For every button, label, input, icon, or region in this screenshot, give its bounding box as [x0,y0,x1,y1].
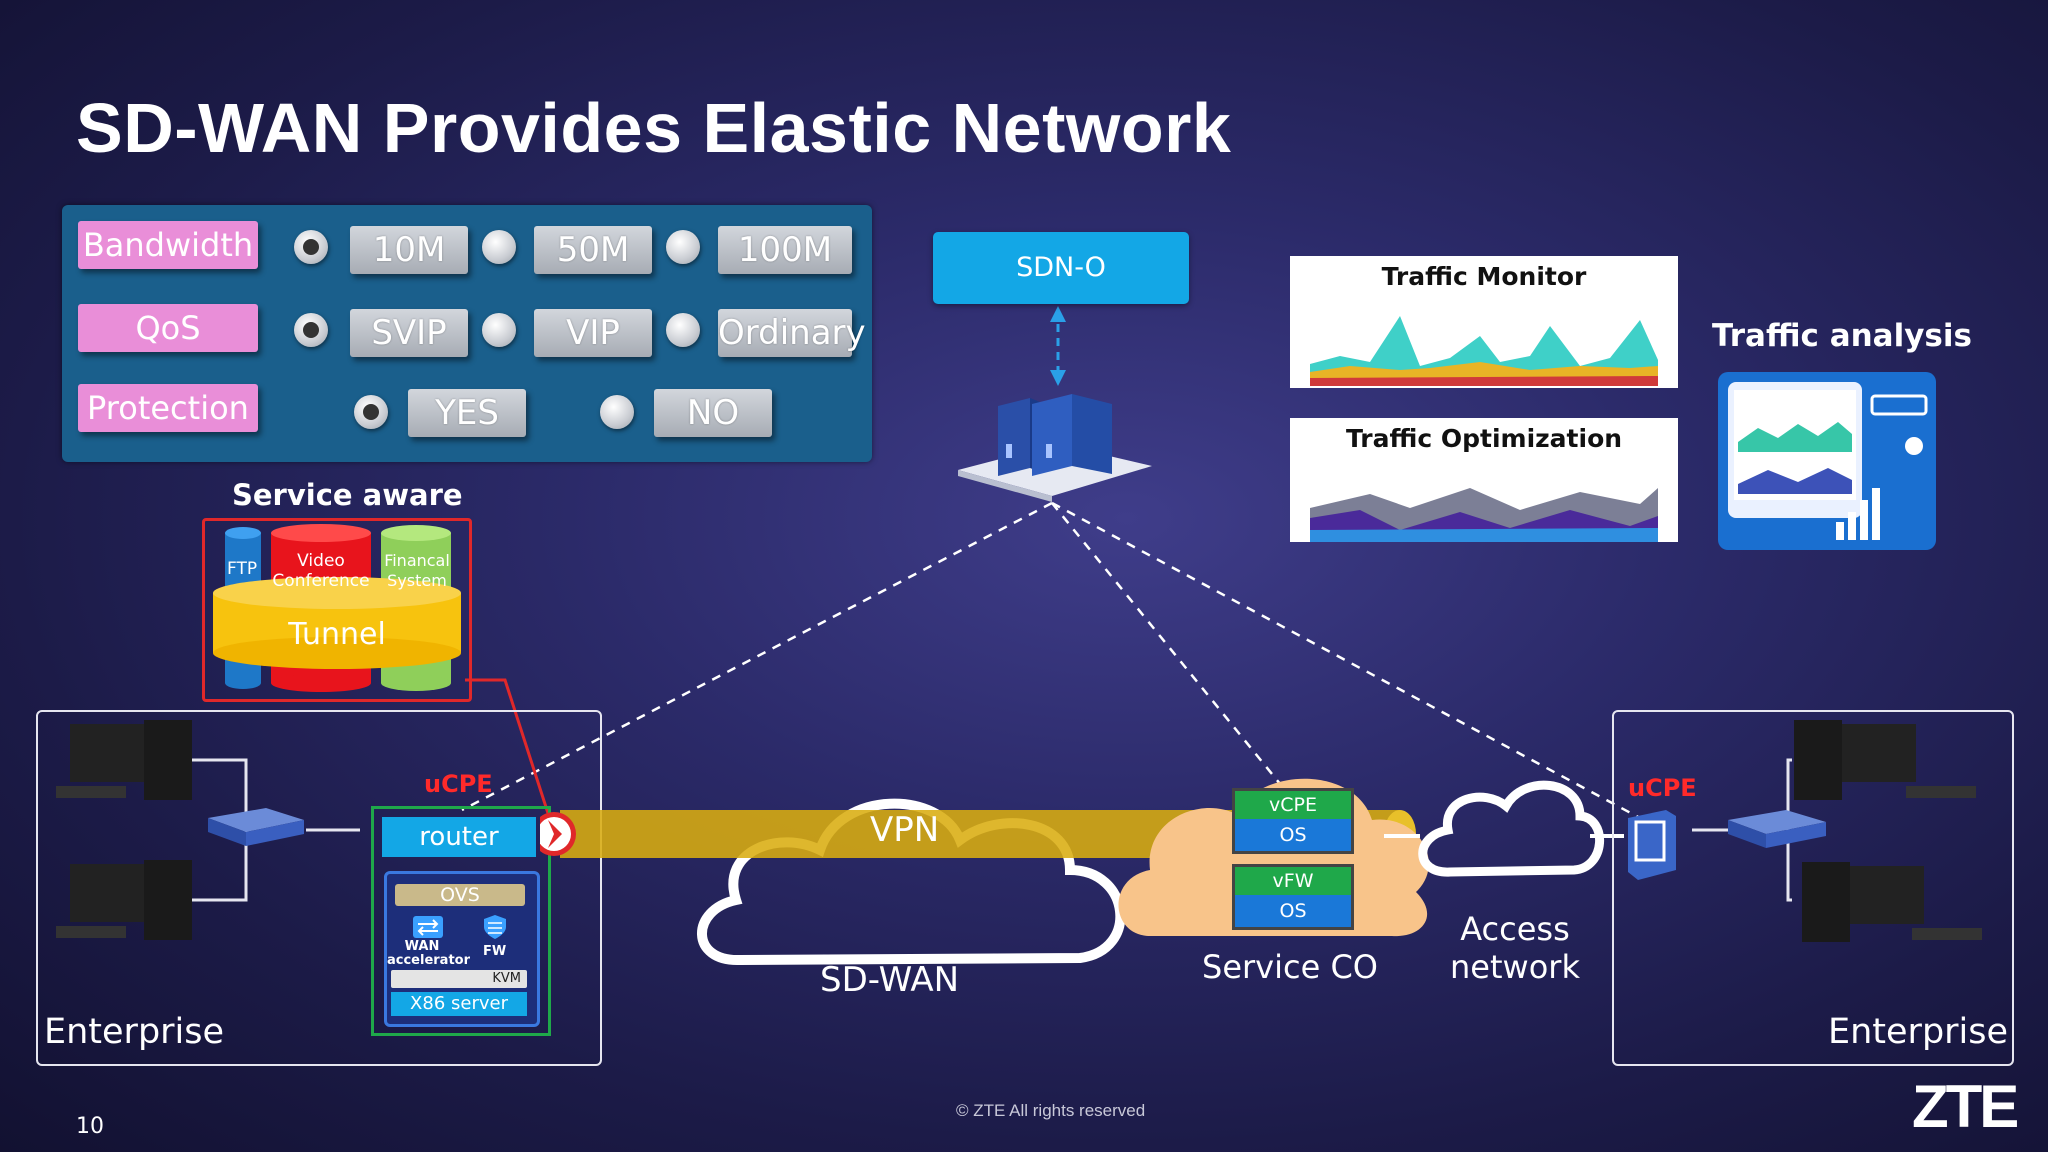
service-aware-link [465,678,557,836]
vcpe-os-label: OS [1235,819,1351,851]
vfw-label: vFW [1272,870,1314,892]
ovs-bar: OVS [395,884,525,906]
qos-radio-svip[interactable] [294,313,328,347]
fw-label: FW [483,944,507,959]
app-ftp: FTP [227,559,258,579]
access-network-line2: network [1450,948,1580,986]
wan-accelerator-label: WAN accelerator [387,939,471,968]
qos-option-svip[interactable]: SVIP [350,309,468,357]
wan-accelerator-icon [413,916,443,938]
page-title: SD-WAN Provides Elastic Network [76,89,1232,167]
tunnel-label: Tunnel [288,617,386,652]
qos-label: QoS [78,304,258,352]
kvm-bar: KVM [391,970,527,988]
traffic-optimization-graph [1310,488,1658,542]
protection-option-yes[interactable]: YES [408,389,526,437]
access-network-label: Access network [1440,910,1590,986]
traffic-analysis-label: Traffic analysis [1712,318,1972,354]
traffic-optimization-card: Traffic Optimization [1290,418,1678,542]
service-aware-title: Service aware [232,478,463,512]
pc-icon-bottom [56,860,192,940]
traffic-optimization-title: Traffic Optimization [1345,424,1623,453]
qos-option-ordinary[interactable]: Ordinary [718,309,866,357]
traffic-monitor-card: Traffic Monitor [1290,256,1678,388]
bandwidth-option-100m[interactable]: 100M [718,226,852,274]
sdwan-label: SD-WAN [820,960,960,1000]
qos-radio-ordinary[interactable] [666,313,700,347]
vfw-vnf: vFW OS [1232,864,1354,930]
sdwan-cloud [697,798,1126,966]
service-co-label: Service CO [1202,948,1378,986]
bandwidth-label: Bandwidth [78,221,258,269]
app-financal-system: Financal System [384,551,450,590]
pc-icon-right-bottom [1802,862,1982,942]
access-network-cloud [1384,780,1624,877]
right-enterprise-box [1612,710,2014,1066]
right-ucpe-device-icon [1628,810,1676,880]
right-enterprise-label: Enterprise [1828,1012,2009,1052]
bandwidth-radio-100m[interactable] [666,230,700,264]
vcpe-label: vCPE [1269,794,1317,816]
zte-logo: ZTE [1912,1073,2019,1140]
pc-icon-right-top [1794,720,1976,800]
left-ucpe-label: uCPE [424,770,493,798]
chevron-right-icon [548,820,562,848]
vcpe-vnf: vCPE OS [1232,788,1354,854]
bandwidth-radio-10m[interactable] [294,230,328,264]
switch-icon-left [208,808,304,846]
vpn-label: VPN [870,810,940,850]
traffic-monitor-title: Traffic Monitor [1381,262,1587,291]
x86-server-bar: X86 server [391,992,527,1016]
left-ucpe-server: router OVS WAN accelerator FW KVM X86 se… [371,806,551,1036]
pc-icon-top [56,720,192,800]
firewall-icon [484,915,506,939]
vfw-os-label: OS [1235,895,1351,927]
protection-radio-yes[interactable] [354,395,388,429]
protection-option-no[interactable]: NO [654,389,772,437]
right-ucpe-label: uCPE [1628,774,1697,802]
router-box[interactable]: router [382,817,536,857]
traffic-monitor-graph [1310,316,1658,386]
dashed-link-service-co [1051,502,1286,791]
sdno-box[interactable]: SDN-O [933,232,1189,304]
left-enterprise-devices [56,720,360,940]
x86-server-frame: OVS WAN accelerator FW KVM X86 server [384,871,540,1027]
qos-radio-vip[interactable] [482,313,516,347]
service-aware-box: FTP Video Conference Financal System Tun… [202,518,472,702]
switch-icon-right [1728,810,1826,848]
orchestrator-server-icon [958,394,1152,502]
left-enterprise-label: Enterprise [44,1012,225,1052]
left-enterprise-box [36,710,602,1066]
access-network-line1: Access [1460,910,1570,948]
traffic-analysis-icon [1718,372,1936,550]
qos-option-vip[interactable]: VIP [534,309,652,357]
copyright-text: © ZTE All rights reserved [956,1101,1146,1120]
bandwidth-option-50m[interactable]: 50M [534,226,652,274]
protection-label: Protection [78,384,258,432]
right-enterprise-devices [1628,720,1982,942]
bandwidth-option-10m[interactable]: 10M [350,226,468,274]
bandwidth-radio-50m[interactable] [482,230,516,264]
protection-radio-no[interactable] [600,395,634,429]
app-video-conference: Video Conference [272,551,370,591]
page-number: 10 [76,1114,104,1139]
dashed-link-left-ucpe [461,501,1053,812]
